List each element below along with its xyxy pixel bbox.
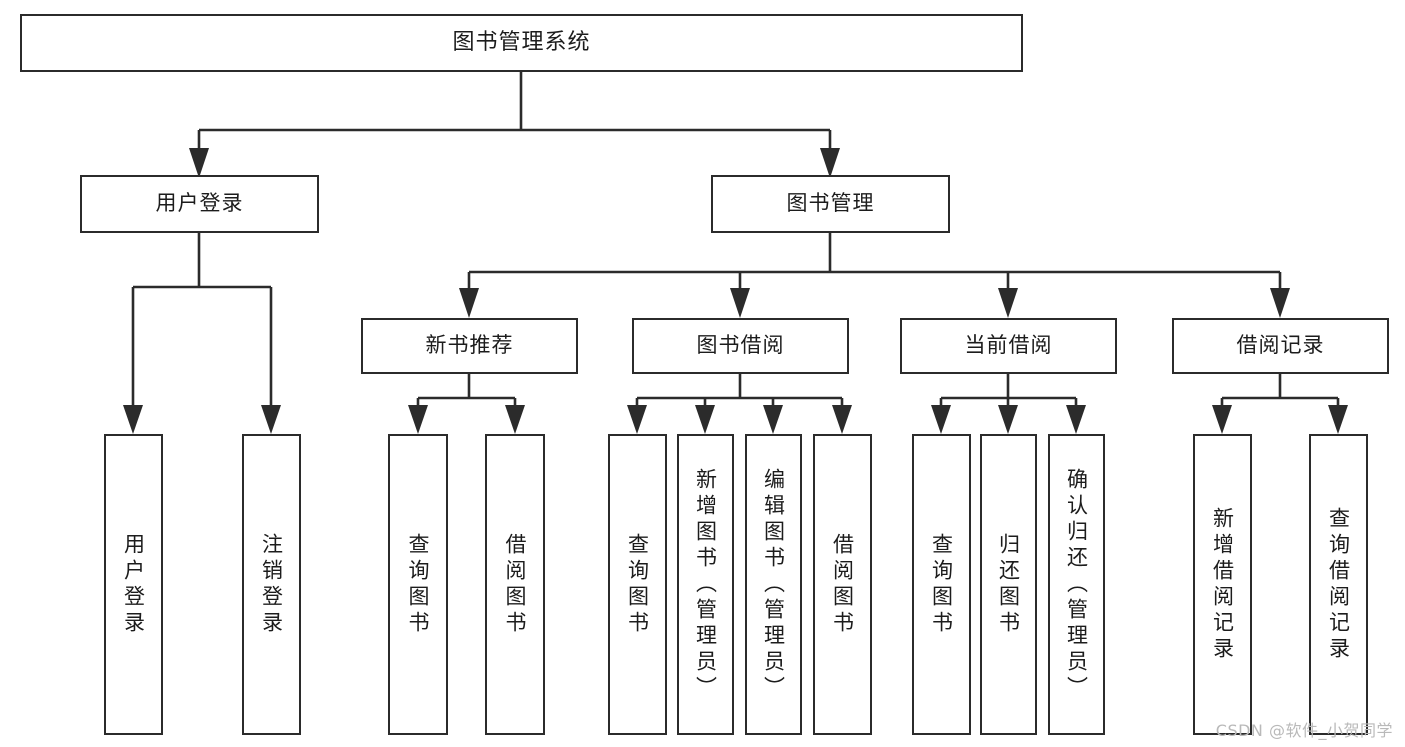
node-current-leaf-return-book[interactable]: 归还图书 <box>980 434 1037 735</box>
arrowhead-current-1 <box>931 405 951 434</box>
node-root-label: 图书管理系统 <box>452 29 591 55</box>
node-current-leaf-confirm-return[interactable]: 确认归还（管理员） <box>1048 434 1105 735</box>
node-current-borrow-label: 当前借阅 <box>964 333 1053 358</box>
node-book-borrow-label: 图书借阅 <box>696 333 785 358</box>
node-borrow-leaf-edit-book[interactable]: 编辑图书（管理员） <box>745 434 802 735</box>
node-login-leaf-user-login-label: 用户登录 <box>121 532 146 637</box>
arrowhead-current <box>998 288 1018 318</box>
node-book-management-label: 图书管理 <box>786 191 875 216</box>
node-borrow-leaf-query-book-label: 查询图书 <box>625 532 650 637</box>
arrowhead-bookmgmt <box>820 148 840 178</box>
node-newbook-leaf-query-book-label: 查询图书 <box>406 532 431 637</box>
node-records-leaf-add-record-label: 新增借阅记录 <box>1210 506 1235 663</box>
node-current-leaf-return-book-label: 归还图书 <box>996 532 1021 637</box>
arrowhead-current-2 <box>998 405 1018 434</box>
node-user-login[interactable]: 用户登录 <box>80 175 319 233</box>
node-current-borrow[interactable]: 当前借阅 <box>900 318 1117 374</box>
node-login-leaf-logout-label: 注销登录 <box>259 532 284 637</box>
node-borrow-leaf-add-book-label: 新增图书（管理员） <box>693 467 718 702</box>
arrowhead-borrow <box>730 288 750 318</box>
node-borrow-leaf-add-book[interactable]: 新增图书（管理员） <box>677 434 734 735</box>
arrowhead-newbook <box>459 288 479 318</box>
node-current-leaf-query-book[interactable]: 查询图书 <box>912 434 971 735</box>
arrowhead-borrow-1 <box>627 405 647 434</box>
node-new-book-recommend[interactable]: 新书推荐 <box>361 318 578 374</box>
node-book-borrow[interactable]: 图书借阅 <box>632 318 849 374</box>
node-book-management[interactable]: 图书管理 <box>711 175 950 233</box>
node-borrow-records-label: 借阅记录 <box>1236 333 1325 358</box>
node-login-leaf-logout[interactable]: 注销登录 <box>242 434 301 735</box>
arrowhead-records <box>1270 288 1290 318</box>
node-borrow-leaf-query-book[interactable]: 查询图书 <box>608 434 667 735</box>
arrowhead-newbook-2 <box>505 405 525 434</box>
arrowhead-current-3 <box>1066 405 1086 434</box>
arrowhead-records-1 <box>1212 405 1232 434</box>
csdn-watermark: CSDN @软件_小贺同学 <box>1215 721 1393 740</box>
node-records-leaf-query-record-label: 查询借阅记录 <box>1326 506 1351 663</box>
arrowhead-login-2 <box>261 405 281 434</box>
node-user-login-label: 用户登录 <box>155 191 244 216</box>
node-current-leaf-confirm-return-label: 确认归还（管理员） <box>1064 467 1089 702</box>
node-borrow-leaf-borrow-book[interactable]: 借阅图书 <box>813 434 872 735</box>
arrowhead-login-1 <box>123 405 143 434</box>
node-records-leaf-query-record[interactable]: 查询借阅记录 <box>1309 434 1368 735</box>
node-new-book-recommend-label: 新书推荐 <box>425 333 514 358</box>
node-borrow-leaf-borrow-book-label: 借阅图书 <box>830 532 855 637</box>
node-login-leaf-user-login[interactable]: 用户登录 <box>104 434 163 735</box>
arrowhead-borrow-2 <box>695 405 715 434</box>
node-borrow-records[interactable]: 借阅记录 <box>1172 318 1389 374</box>
arrowhead-login <box>189 148 209 178</box>
node-records-leaf-add-record[interactable]: 新增借阅记录 <box>1193 434 1252 735</box>
arrowhead-records-2 <box>1328 405 1348 434</box>
arrowhead-borrow-4 <box>832 405 852 434</box>
node-newbook-leaf-borrow-book-label: 借阅图书 <box>503 532 528 637</box>
arrowhead-newbook-1 <box>408 405 428 434</box>
node-newbook-leaf-borrow-book[interactable]: 借阅图书 <box>485 434 545 735</box>
node-current-leaf-query-book-label: 查询图书 <box>929 532 954 637</box>
arrowhead-borrow-3 <box>763 405 783 434</box>
node-borrow-leaf-edit-book-label: 编辑图书（管理员） <box>761 467 786 702</box>
node-root[interactable]: 图书管理系统 <box>20 14 1023 72</box>
node-newbook-leaf-query-book[interactable]: 查询图书 <box>388 434 448 735</box>
